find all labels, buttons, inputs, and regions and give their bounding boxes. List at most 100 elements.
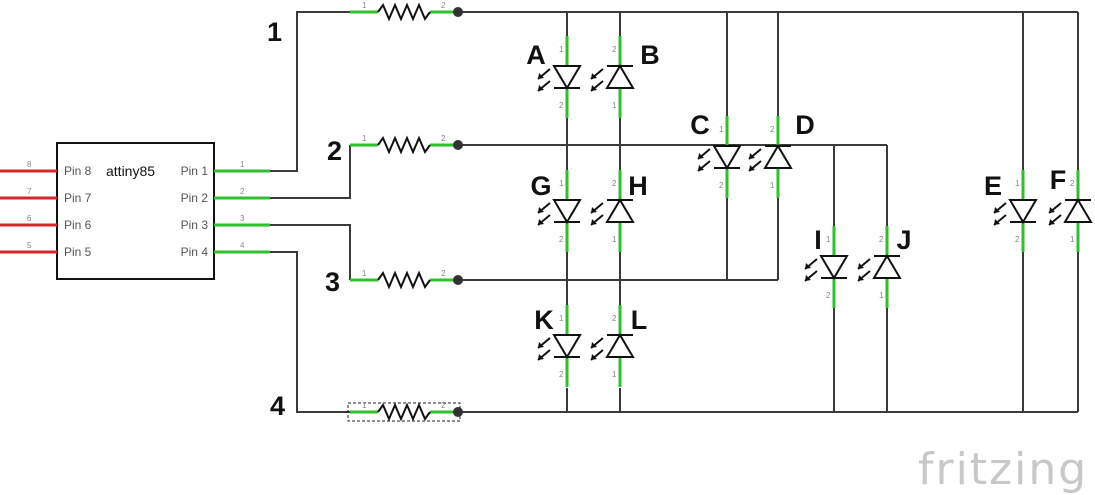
led-triangle: [712, 145, 742, 170]
led-d: 2 1 D: [748, 110, 815, 198]
resistor-pin-number: 1: [362, 134, 367, 143]
led-arrowhead: [805, 275, 811, 281]
led-label: K: [534, 305, 554, 335]
led-i: 12I: [804, 225, 849, 308]
led-arrowhead: [1049, 207, 1055, 213]
led-arrowhead: [749, 153, 755, 159]
wire-pin2-net2: [270, 145, 351, 199]
led-triangle: [872, 254, 902, 279]
resistor-zigzag: [377, 270, 431, 290]
resistor-zigzag: [377, 2, 431, 22]
pin-label: Pin 8: [64, 164, 92, 178]
led-c: 12C: [690, 110, 742, 198]
led-k: 12K: [534, 305, 582, 387]
led-label: J: [896, 225, 911, 255]
led-triangle: [605, 64, 635, 89]
led-b: 21B: [590, 36, 660, 118]
wires: [270, 11, 1079, 413]
pin-label: Pin 3: [181, 218, 209, 232]
led-pin-number: 2: [559, 235, 564, 244]
wire-pin4-net4: [270, 251, 350, 413]
wire-pin3-net3: [270, 224, 351, 280]
led-pin-number: 2: [719, 181, 724, 190]
led-arrowhead: [538, 85, 544, 91]
resistor-pin-number: 1: [362, 401, 367, 410]
led-arrowhead: [858, 263, 864, 269]
led-pin-number: 2: [770, 125, 775, 134]
led-pin-number: 2: [612, 314, 617, 323]
pin-number: 7: [27, 187, 32, 196]
pin-number: 4: [240, 241, 245, 250]
led-triangle: [819, 255, 849, 280]
resistor-pin-number: 1: [362, 1, 367, 10]
led-pin-number: 2: [1070, 179, 1075, 188]
pin-number: 5: [27, 241, 32, 250]
led-pin-number: 1: [770, 181, 775, 190]
attiny85-chip: attiny85 8 7 6 5 Pin 8 Pin 7 Pin 6 Pin 5…: [0, 142, 270, 280]
led-arrowhead: [994, 207, 1000, 213]
led-triangle: [605, 198, 635, 223]
pin-number: 8: [27, 160, 32, 169]
wire-pin1-net1: [270, 11, 350, 172]
led-label: D: [795, 110, 815, 140]
led-pin-number: 1: [879, 291, 884, 300]
net-label: 4: [270, 391, 285, 421]
led-pin-number: 2: [826, 291, 831, 300]
led-pin-number: 1: [1070, 235, 1075, 244]
led-arrowhead: [805, 263, 811, 269]
resistor-zigzag: [377, 135, 431, 155]
led-arrowhead: [538, 342, 544, 348]
led-arrowhead: [538, 219, 544, 225]
junction-dot: [453, 407, 463, 417]
led-arrowhead: [1049, 219, 1055, 225]
led-j: 2 1 J: [857, 225, 912, 308]
led-l: 21L: [590, 305, 647, 387]
led-label: E: [984, 171, 1002, 201]
led-triangle: [552, 65, 582, 90]
pin-number: 6: [27, 214, 32, 223]
resistor-zigzag: [377, 402, 431, 422]
led-triangle: [605, 333, 635, 358]
fritzing-logo: fritzing: [918, 444, 1088, 495]
pin-label: Pin 7: [64, 191, 92, 205]
led-arrowhead: [698, 165, 704, 171]
resistor-pin-number: 1: [362, 269, 367, 278]
led-arrowhead: [591, 354, 597, 360]
led-g: 12G: [530, 170, 582, 252]
led-pin-number: 1: [612, 101, 617, 110]
led-pin-number: 2: [879, 235, 884, 244]
pin-number: 1: [240, 160, 245, 169]
led-arrowhead: [591, 219, 597, 225]
led-pin-number: 1: [612, 235, 617, 244]
led-pin-number: 2: [559, 101, 564, 110]
led-label: F: [1050, 165, 1067, 195]
led-h: 21H: [590, 170, 648, 252]
led-pin-number: 2: [559, 370, 564, 379]
led-arrowhead: [858, 275, 864, 281]
led-arrowhead: [538, 207, 544, 213]
pin-label: Pin 4: [181, 245, 209, 259]
led-arrowhead: [994, 219, 1000, 225]
led-pin-number: 2: [612, 179, 617, 188]
led-arrowhead: [591, 207, 597, 213]
led-pin-number: 1: [559, 179, 564, 188]
led-arrowhead: [591, 85, 597, 91]
led-pin-number: 1: [826, 235, 831, 244]
led-triangle: [763, 144, 793, 169]
led-pin-number: 2: [612, 45, 617, 54]
pin-label: Pin 1: [181, 164, 209, 178]
net-label: 2: [327, 136, 342, 166]
led-arrowhead: [538, 354, 544, 360]
led-triangle: [1063, 198, 1093, 223]
led-arrowhead: [591, 342, 597, 348]
chip-name: attiny85: [106, 163, 155, 179]
pin-number: 2: [240, 187, 245, 196]
led-a: 12A: [526, 36, 582, 118]
net-label: 3: [325, 267, 340, 297]
